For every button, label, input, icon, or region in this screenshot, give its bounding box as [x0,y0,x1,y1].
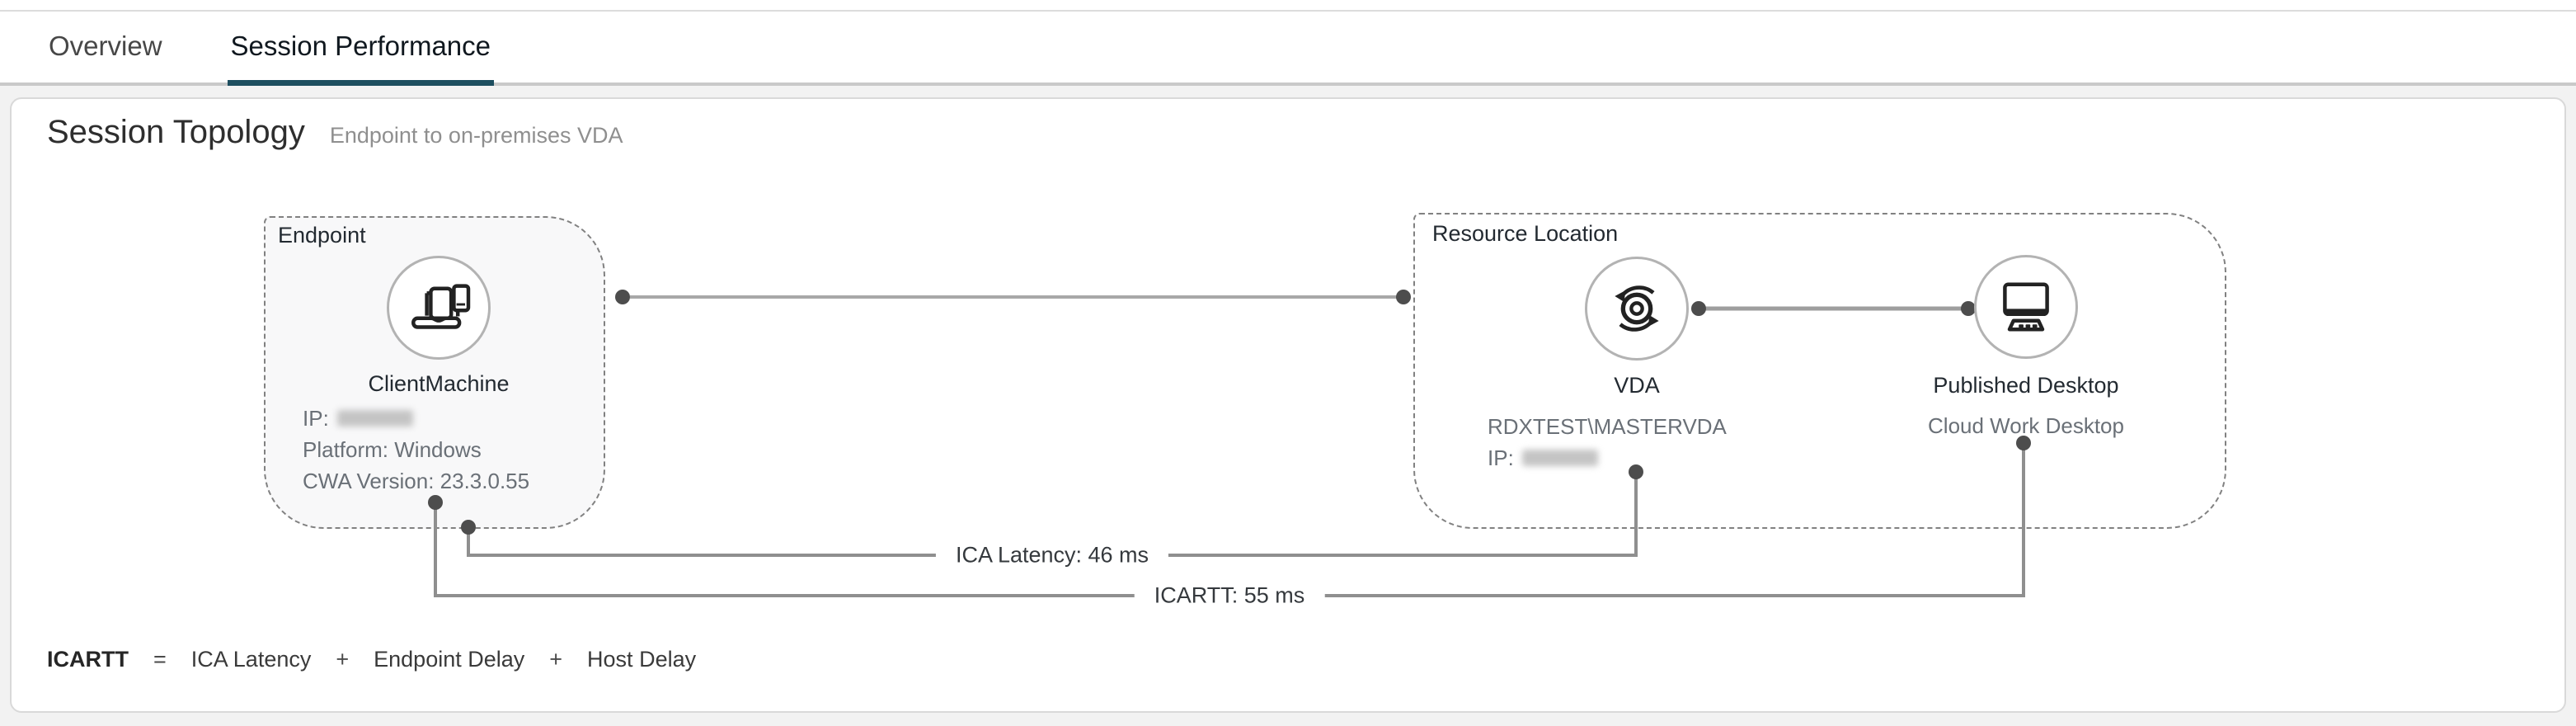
top-hairline-divider [0,10,2576,12]
resource-location-group-label: Resource Location [1432,221,1619,246]
client-machine-node [387,256,491,360]
published-desktop-name: Cloud Work Desktop [1928,413,2124,438]
vda-sync-icon [1615,285,1659,332]
vda-label: VDA [1614,373,1660,398]
legend-part-host-delay: Host Delay [587,647,697,672]
vda-machine-name: RDXTEST\MASTERVDA [1488,414,1727,439]
legend-plus-1: + [336,647,350,672]
page-title: Session Topology [47,114,305,150]
resource-location-group-box [1413,213,2226,529]
legend-part-ica-latency: ICA Latency [190,647,312,672]
tab-session-performance[interactable]: Session Performance [227,31,495,86]
legend-term: ICARTT [47,647,129,672]
endpoint-cwa-version: CWA Version: 23.3.0.55 [303,469,530,493]
icartt-formula-legend: ICARTT = ICA Latency + Endpoint Delay + … [47,647,696,672]
endpoint-to-resource-connector [615,290,1411,304]
vda-ip-label: IP: [1488,446,1514,470]
topology-diagram: Endpoint ClientMachine IP: Platform: Win… [12,99,2564,711]
endpoint-ip-label: IP: [303,406,329,431]
vda-node [1585,257,1689,361]
client-machine-label: ClientMachine [368,371,510,396]
tab-strip: Overview Session Performance [45,31,495,86]
vda-ip-redacted-value [1521,450,1598,466]
page-subtitle: Endpoint to on-premises VDA [329,123,623,148]
endpoint-group-label: Endpoint [278,223,366,248]
desktop-icon [2003,282,2049,332]
session-topology-card: Session Topology Endpoint to on-premises… [10,97,2566,713]
tab-overview[interactable]: Overview [49,31,162,61]
legend-plus-2: + [549,647,563,672]
endpoint-platform: Platform: Windows [303,437,482,462]
legend-part-endpoint-delay: Endpoint Delay [374,647,525,672]
legend-equals: = [153,647,167,672]
published-desktop-node [1974,255,2078,359]
ica-latency-value: ICA Latency: 46 ms [935,540,1169,570]
devices-icon [411,284,471,329]
published-desktop-label: Published Desktop [1933,373,2119,398]
vda-details: RDXTEST\MASTERVDA IP: [1488,411,1727,474]
endpoint-details: IP: Platform: Windows CWA Version: 23.3.… [303,403,529,497]
endpoint-ip-redacted-value [336,410,413,427]
icartt-value: ICARTT: 55 ms [1134,581,1325,610]
top-tab-bar: Overview Session Performance [0,0,2576,86]
card-header: Session Topology Endpoint to on-premises… [47,114,623,151]
